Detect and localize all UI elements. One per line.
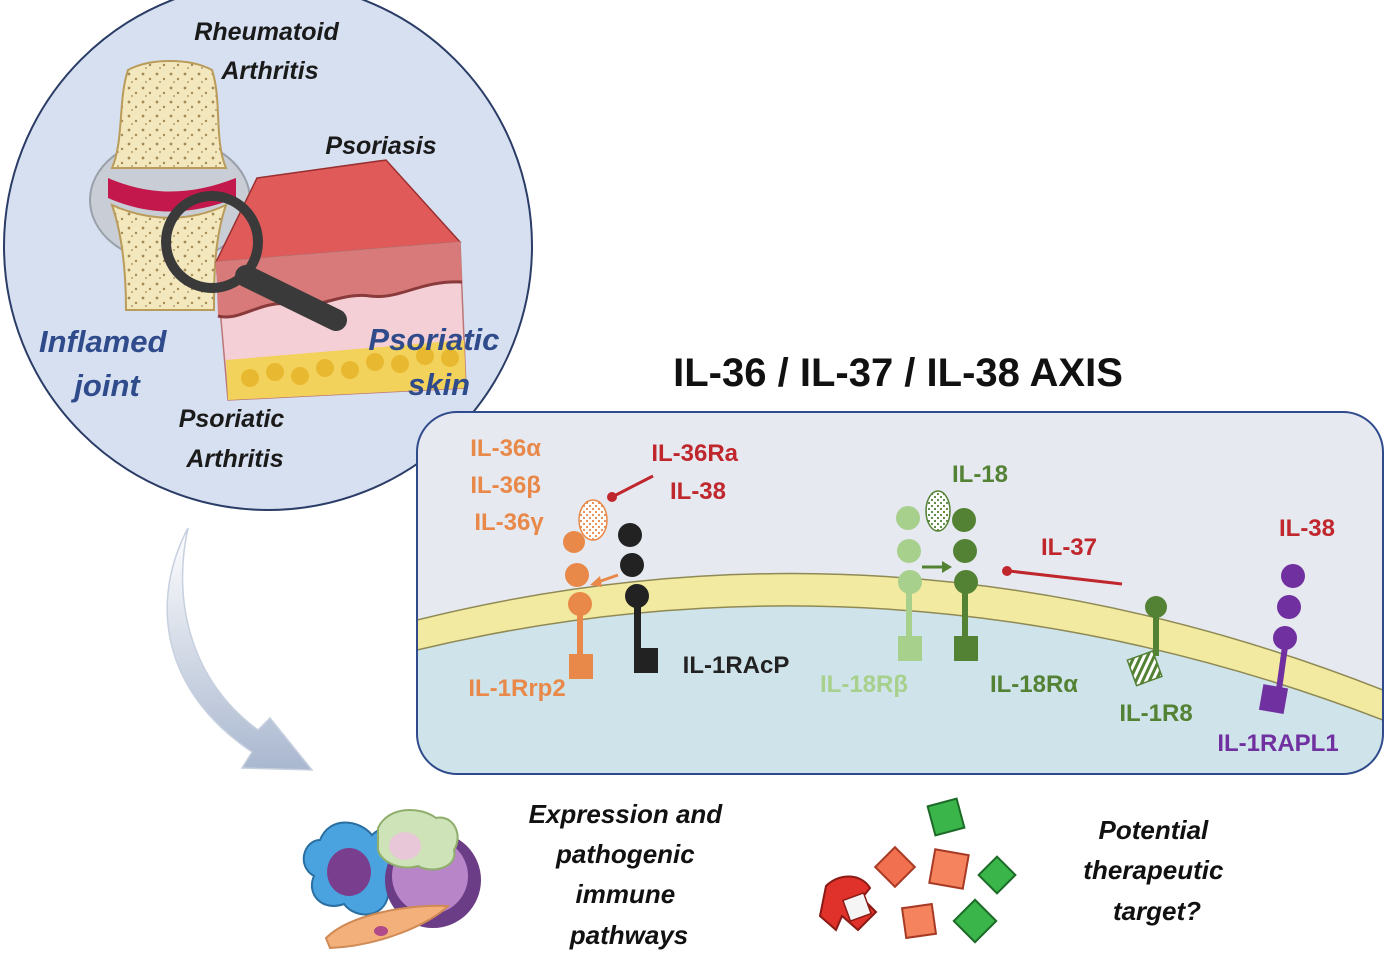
accessory-arrowhead (590, 576, 602, 587)
il18rb-receptor (896, 506, 922, 661)
il18ra-receptor (952, 508, 978, 661)
il38-label: IL-38 (1279, 515, 1335, 542)
immune-cells-illustration (302, 808, 481, 950)
il37-line (1008, 569, 1123, 586)
il1rapl1-label: IL-1RAPL1 (1217, 730, 1338, 757)
il1r8-label: IL-1R8 (1119, 700, 1192, 727)
label-psoriatic-skin: Psoriatic skin (368, 322, 508, 402)
il18-ligand (925, 490, 951, 532)
il1racp-receptor (618, 523, 658, 673)
therapeutic-text: Potential therapeutic target? (1083, 815, 1230, 926)
il1r8-receptor (1126, 596, 1167, 687)
il1rrp2-label: IL-1Rrp2 (468, 675, 565, 702)
il1rapl1-receptor (1258, 564, 1305, 715)
il36-ligand (578, 499, 608, 541)
il18ra-label: IL-18Rα (990, 671, 1078, 698)
drug-molecules-illustration (818, 797, 1017, 944)
receptor-panel: IL-36α IL-36β IL-36γ IL-36Ra IL-38 IL-18… (416, 411, 1384, 775)
il37-ligand-dot (1002, 566, 1012, 576)
axis-title: IL-36 / IL-37 / IL-38 AXIS (673, 351, 1123, 395)
label-psoriasis: Psoriasis (325, 132, 436, 160)
expression-text: Expression and pathogenic immune pathway… (529, 799, 730, 950)
disease-circle: Rheumatoid Arthritis Psoriasis Inflamed … (3, 0, 533, 511)
label-rheumatoid: Rheumatoid Arthritis (194, 18, 345, 85)
il36ra-inhibition-line (613, 474, 654, 498)
label-inflamed-joint: Inflamed joint (39, 324, 175, 403)
il18-accessory-arrowhead (942, 561, 952, 573)
magnifier-icon (161, 191, 347, 331)
il36-agonist-labels: IL-36α IL-36β IL-36γ (470, 435, 547, 536)
il18-label: IL-18 (952, 461, 1008, 488)
il37-label: IL-37 (1041, 534, 1097, 561)
il1racp-label: IL-1RAcP (683, 652, 790, 679)
il18rb-label: IL-18Rβ (820, 671, 908, 698)
flow-arrow (166, 527, 314, 771)
il36ra-ligand-dot (607, 492, 617, 502)
il1rrp2-receptor (563, 531, 593, 679)
accessory-arrow (597, 573, 619, 584)
label-psoriatic-arthritis: Psoriatic Arthritis (179, 405, 292, 473)
il36-antagonist-labels: IL-36Ra IL-38 (651, 440, 744, 505)
